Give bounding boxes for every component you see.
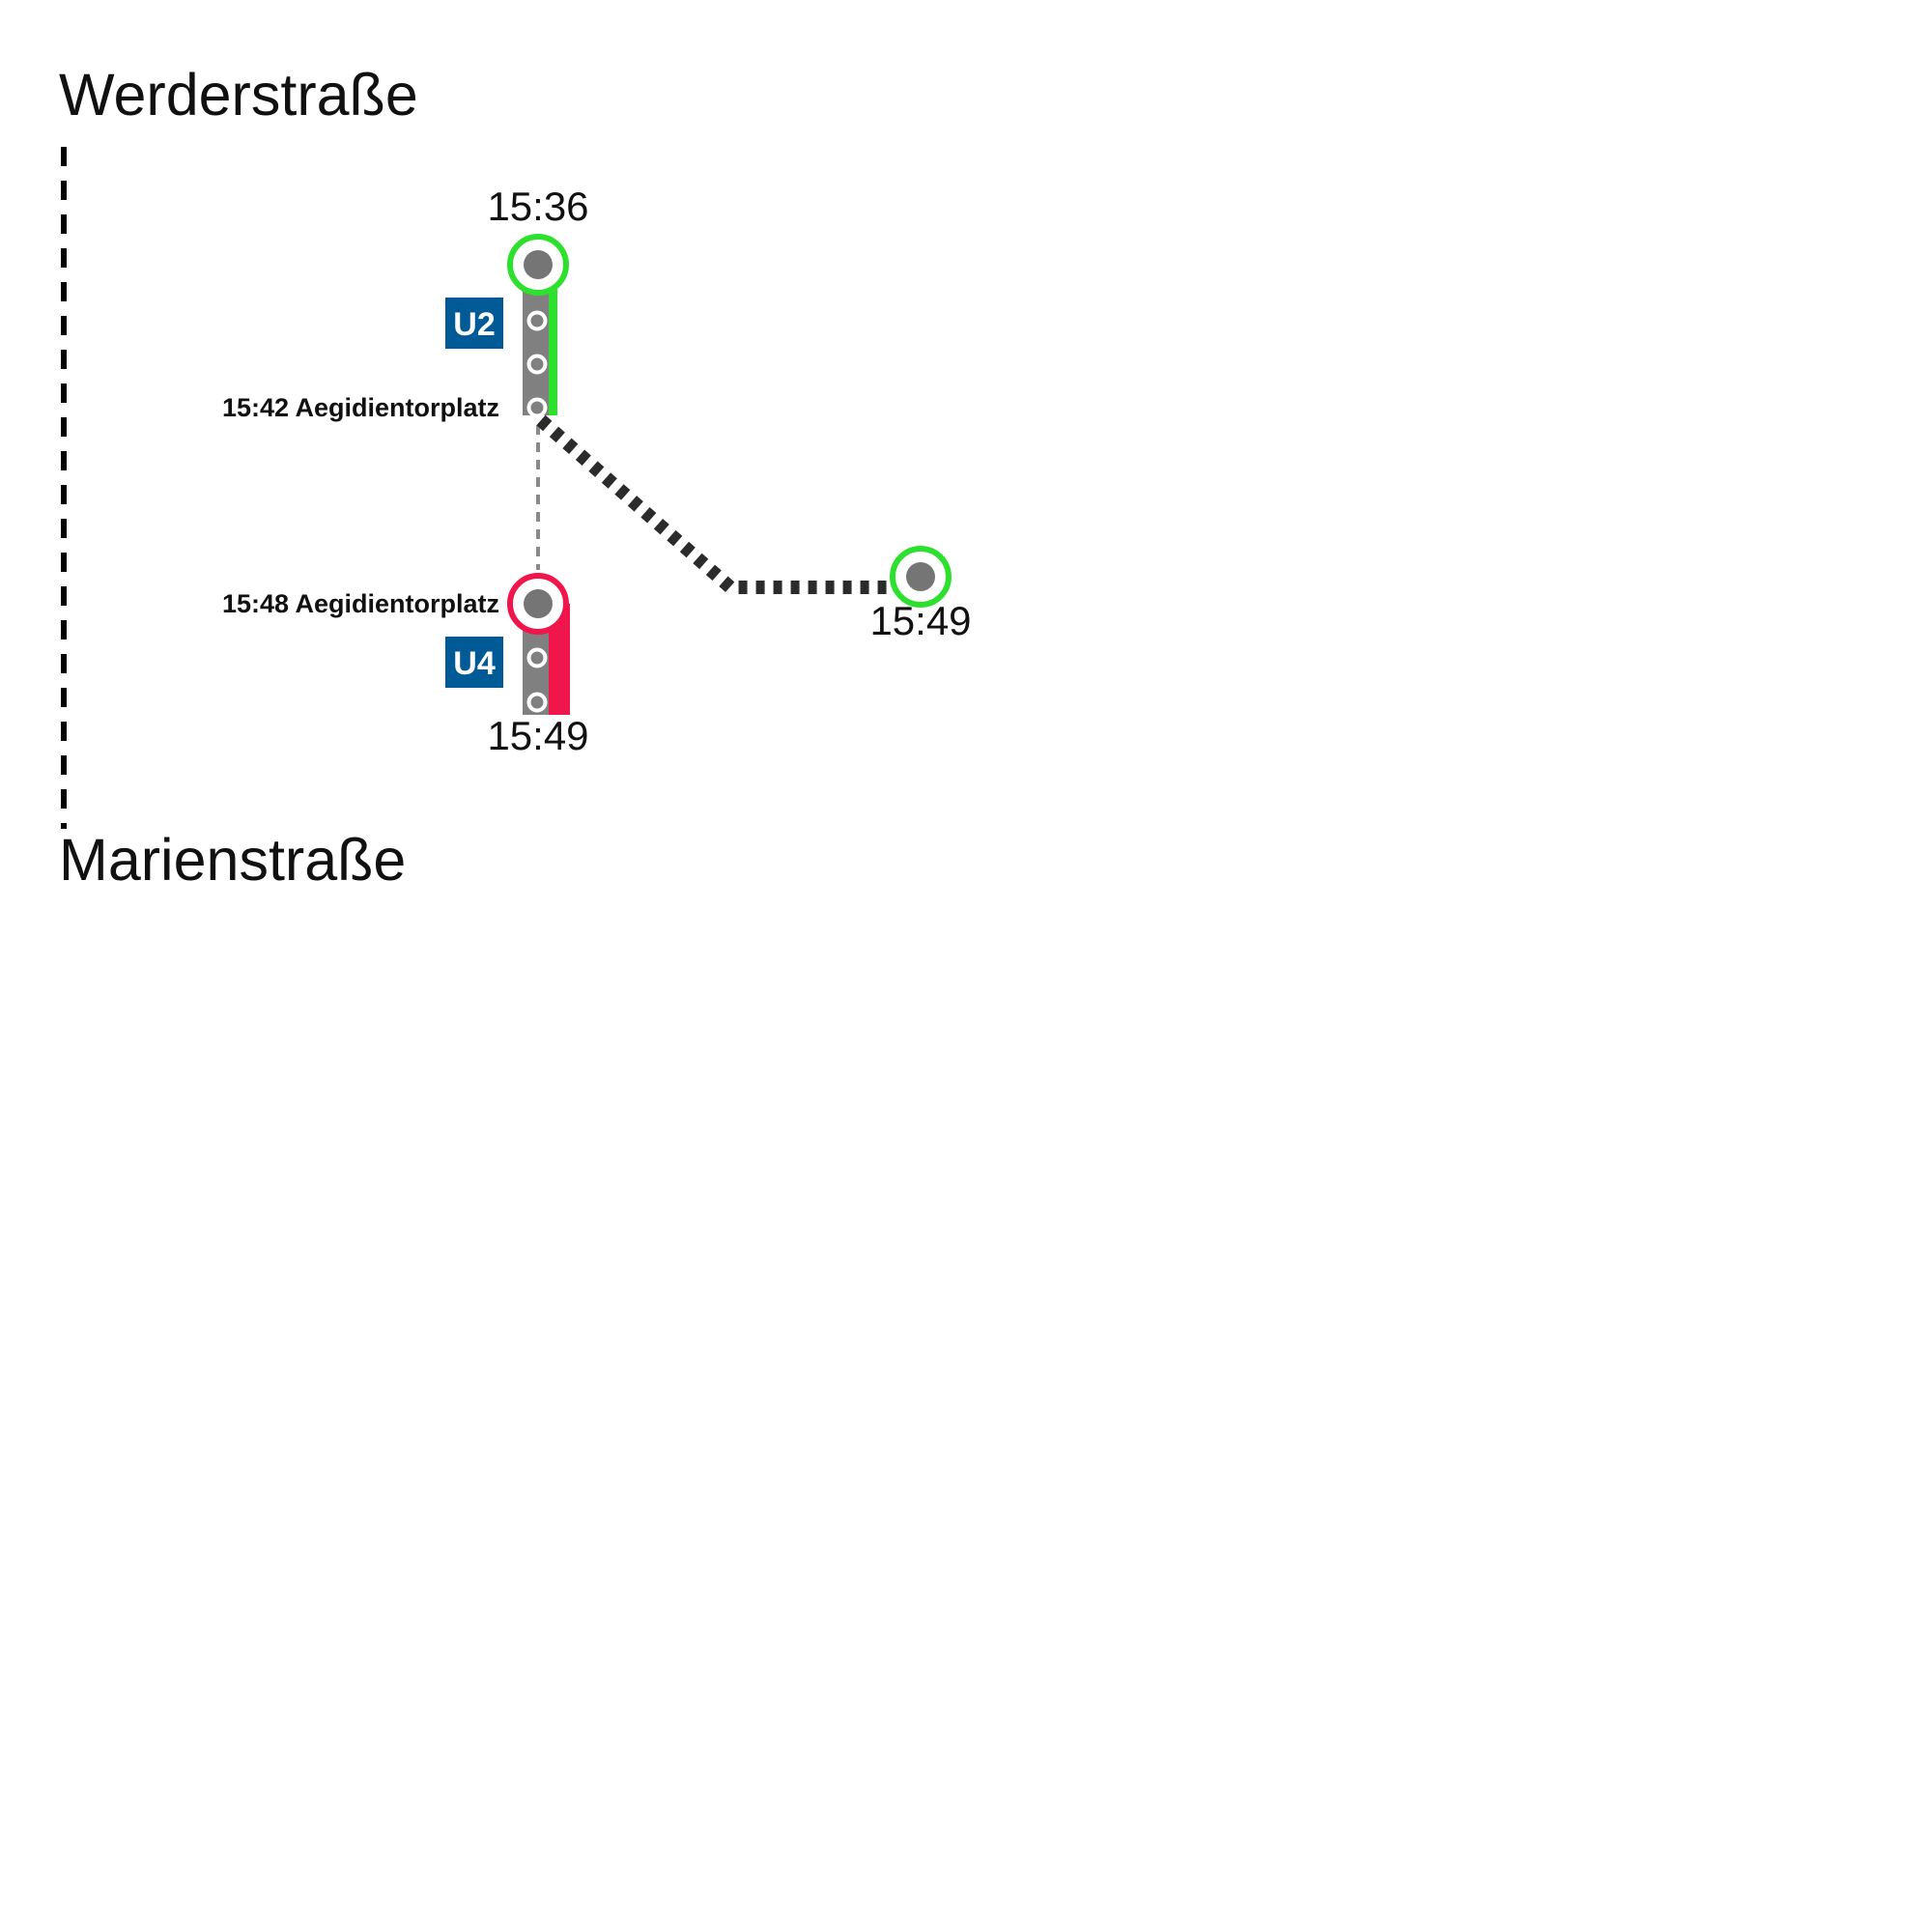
destination-label: Marienstraße bbox=[59, 827, 406, 893]
u2-line-badge-label: U2 bbox=[453, 306, 495, 343]
u4-color-stripe bbox=[549, 604, 570, 715]
u2-color-stripe bbox=[549, 266, 557, 415]
walking-arrival-dot bbox=[906, 562, 935, 591]
u4-arrival-time: 15:49 bbox=[487, 713, 588, 758]
u2-arrival-stop bbox=[526, 397, 548, 418]
walking-arrival-time: 15:49 bbox=[869, 598, 971, 643]
u2-departure-dot bbox=[524, 250, 553, 279]
u2-leg: 15:36 U2 15:42 Aegidientorplatz bbox=[222, 184, 589, 422]
u4-departure-dot bbox=[524, 589, 553, 618]
u4-line-badge bbox=[445, 637, 503, 688]
u2-line-badge bbox=[445, 298, 503, 349]
u4-departure-label: 15:48 Aegidientorplatz bbox=[222, 589, 499, 618]
walking-arrival: 15:49 bbox=[869, 546, 972, 643]
u2-intermediate-stop bbox=[526, 310, 548, 331]
u4-intermediate-stop bbox=[526, 647, 548, 668]
u2-intermediate-stop bbox=[526, 354, 548, 375]
origin-label: Werderstraße bbox=[59, 62, 418, 128]
u2-arrival-label: 15:42 Aegidientorplatz bbox=[222, 393, 499, 422]
u4-leg: 15:48 Aegidientorplatz U4 15:49 bbox=[222, 573, 589, 758]
u2-departure-time: 15:36 bbox=[487, 184, 588, 229]
u4-arrival-stop bbox=[526, 692, 548, 713]
walking-path bbox=[536, 414, 896, 594]
u4-line-badge-label: U4 bbox=[453, 645, 496, 682]
